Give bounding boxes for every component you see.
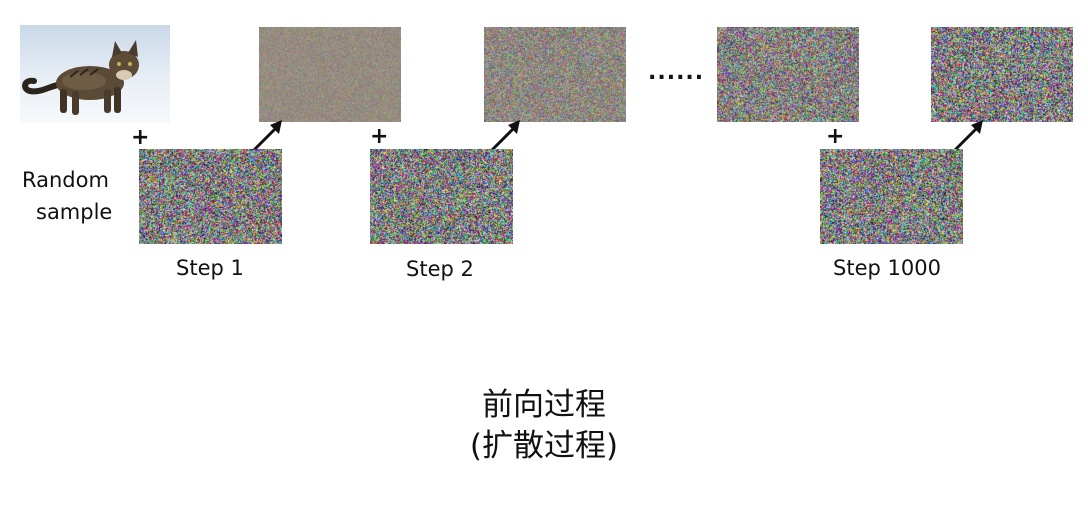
ellipsis: ......	[648, 60, 705, 85]
arrow-up-right-icon	[490, 120, 520, 152]
noise-sample-step-1	[139, 149, 282, 244]
arrow-up-right-icon	[953, 120, 983, 152]
plus-icon: +	[131, 125, 150, 150]
title-line-1: 前向过程	[482, 387, 606, 423]
cat-image-step-1000	[931, 27, 1073, 122]
cat-image-step-999-pixels	[717, 27, 859, 122]
random-sample-label-line-1: Random	[22, 168, 109, 192]
cat-image-step-999	[717, 27, 859, 122]
noise-sample-step-1000	[820, 149, 963, 244]
noise-sample-step-2	[370, 149, 513, 244]
plus-icon: +	[370, 124, 389, 149]
arrow-up-right-icon	[252, 120, 282, 152]
step-label-1000: Step 1000	[833, 256, 941, 280]
noise-sample-step-1000-pixels	[820, 149, 963, 244]
cat-image-step-1-pixels	[259, 27, 401, 122]
plus-icon: +	[826, 124, 845, 149]
title-line-2: (扩散过程)	[469, 428, 619, 464]
step-label-1: Step 1	[176, 256, 244, 280]
cat-image-step-1000-pixels	[931, 27, 1073, 122]
cat-image-original	[20, 25, 170, 123]
step-label-2: Step 2	[406, 257, 474, 281]
cat-image-step-1	[259, 27, 401, 122]
cat-image-step-2-pixels	[484, 27, 626, 122]
noise-sample-step-1-pixels	[139, 149, 282, 244]
cat-image-step-2	[484, 27, 626, 122]
random-sample-label-line-2: sample	[36, 200, 113, 224]
noise-sample-step-2-pixels	[370, 149, 513, 244]
